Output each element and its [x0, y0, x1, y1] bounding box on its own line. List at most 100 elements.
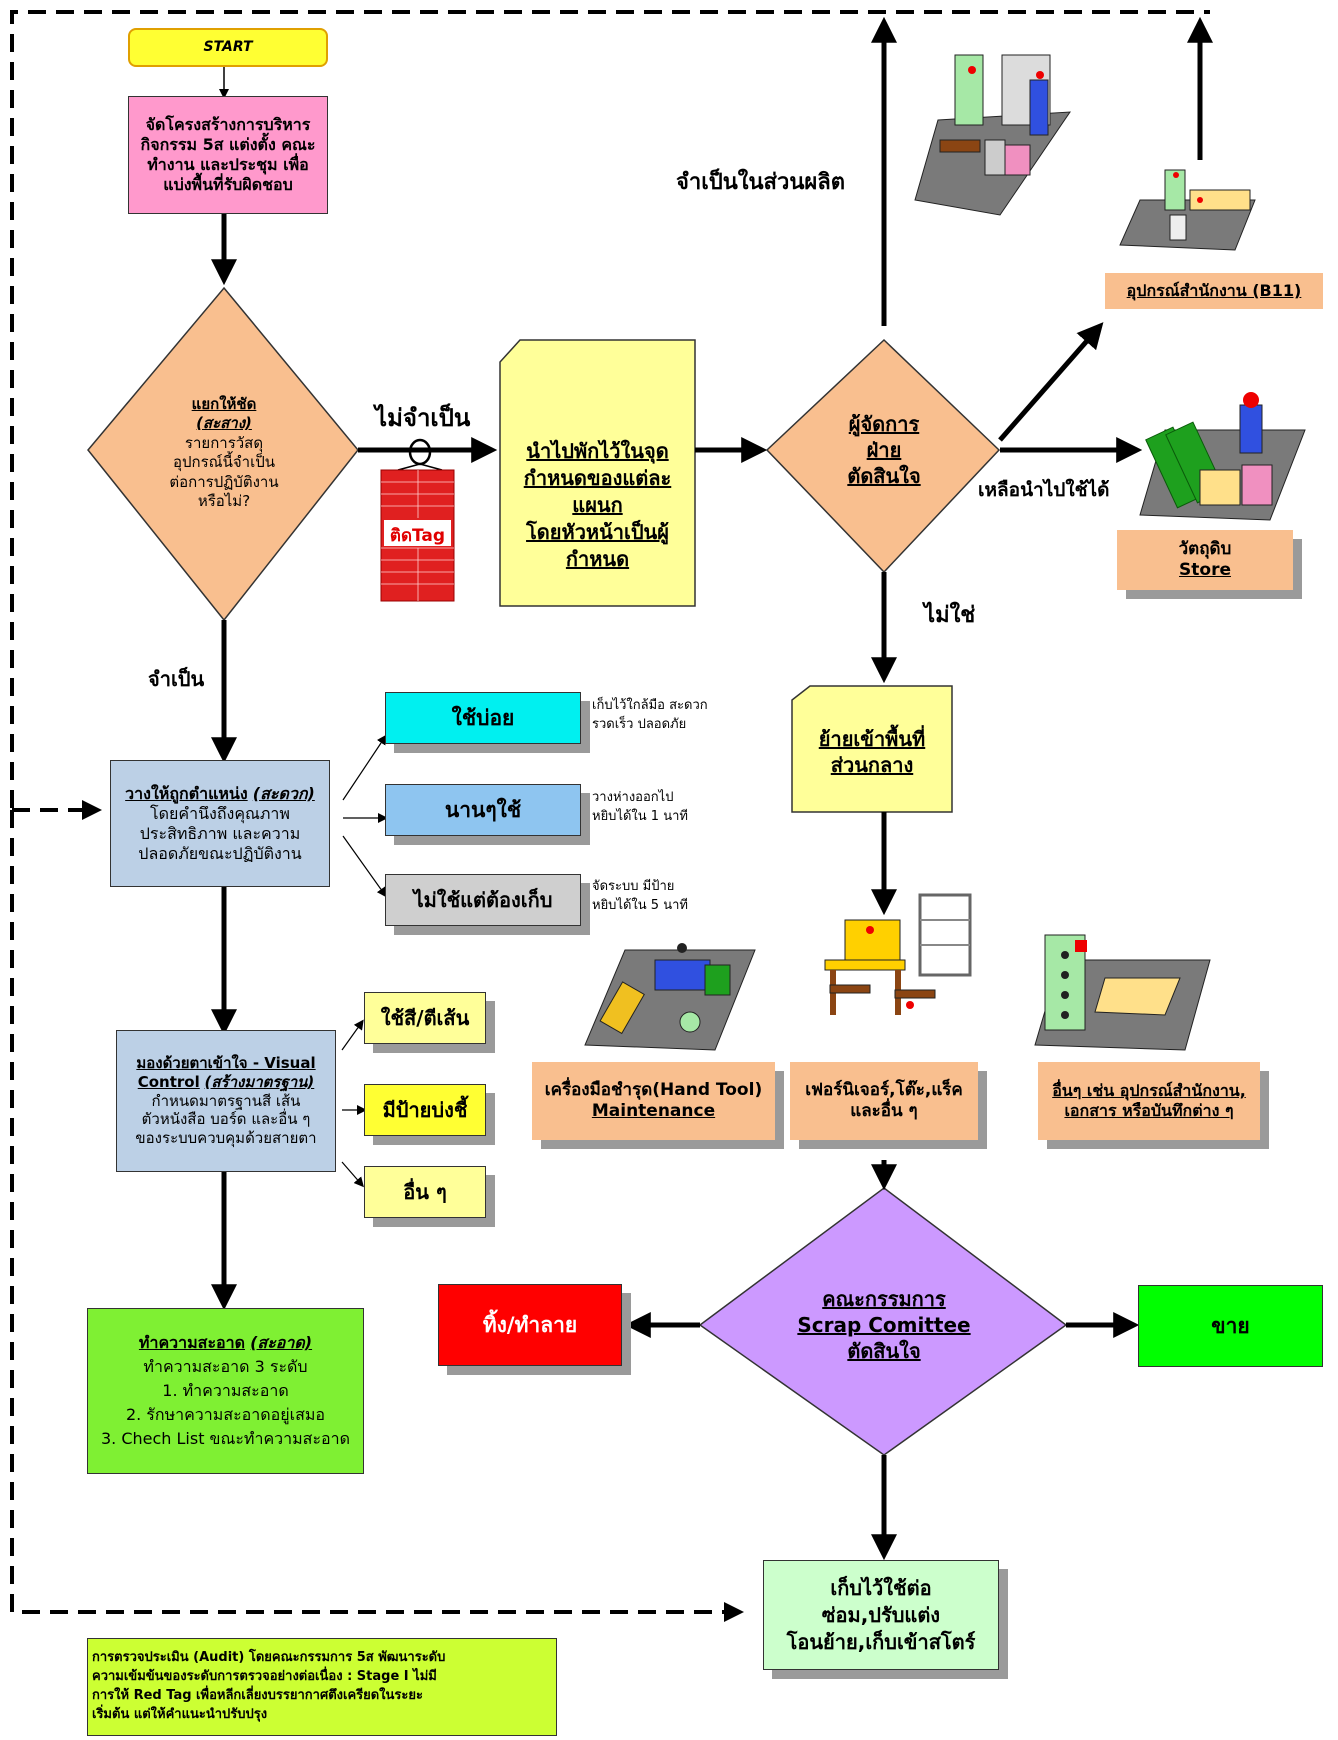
seldom-use-note: วางห่างออกไป หยิบได้ใน 1 นาที	[592, 789, 688, 827]
other-office-line2: เอกสาร หรือบันทึกต่าง ๆ	[1064, 1101, 1234, 1120]
hold-line5: กำหนด	[565, 546, 630, 571]
tag-label: ติดTag	[389, 526, 446, 546]
label-not-needed: ไม่จำเป็น	[375, 404, 471, 432]
audit-line1: การตรวจประเมิน (Audit) โดยคณะกรรมการ 5ส …	[92, 1650, 446, 1666]
office-equipment-box: อุปกรณ์สำนักงาน (B11)	[1105, 273, 1323, 309]
furniture-illustration	[824, 893, 972, 1015]
sort-body3: ต่อการปฏิบัติงาน	[169, 472, 279, 491]
hold-line1: นำไปพักไว้ในจุด	[526, 438, 669, 463]
signage-label: มีป้ายบ่งชี้	[382, 1097, 468, 1122]
furniture-box: เฟอร์นิเจอร์,โต๊ะ,แร็ค และอื่น ๆ	[790, 1062, 978, 1140]
hold-line3: แผนก	[572, 492, 623, 517]
seldom-use-box: นานๆใช้	[385, 784, 581, 836]
manager-line2: ฝ่าย	[866, 438, 902, 462]
hold-line2: กำหนดของแต่ละ	[523, 465, 672, 490]
furniture-line1: เฟอร์นิเจอร์,โต๊ะ,แร็ค	[805, 1079, 963, 1100]
set-in-order-body1: โดยคำนึงถึงคุณภาพ	[150, 803, 290, 823]
hand-tool-line1: เครื่องมือชำรุด(Hand Tool)	[544, 1079, 763, 1100]
start-node: START	[128, 28, 328, 67]
visual-body1: กำหนดมาตรฐานสี เส้น	[151, 1091, 301, 1110]
sort-body2: อุปกรณ์นี้จำเป็น	[173, 453, 275, 471]
other-office-illustration	[1034, 934, 1211, 1051]
set-in-order-body2: ประสิทธิภาพ และความ	[139, 823, 301, 843]
committee-line2: Scrap Comittee	[797, 1313, 971, 1337]
clean-box: ทำความสะอาด (สะอาด) ทำความสะอาด 3 ระดับ …	[87, 1308, 364, 1474]
branch-arrow-storage	[342, 835, 387, 898]
set-in-order-box: วางให้ถูกตำแหน่ง (สะดวก) โดยคำนึงถึงคุณภ…	[110, 760, 330, 887]
committee-text: คณะกรรมการ Scrap Comittee ตัดสินใจ	[760, 1285, 1008, 1365]
other-office-line1: อื่นๆ เช่น อุปกรณ์สำนักงาน,	[1052, 1081, 1246, 1100]
sort-body1: รายการวัสดุ	[184, 433, 264, 452]
keep-line2: ซ่อม,ปรับแต่ง	[821, 1602, 941, 1627]
production-area-illustration	[914, 54, 1071, 216]
loop-arrow-to-keep	[10, 810, 744, 1622]
office-illustration	[1119, 169, 1256, 251]
audit-line2: ความเข้มข้นของระดับการตรวจอย่างต่อเนื่อง…	[92, 1669, 437, 1685]
clean-body3: 2. รักษาความสะอาดอยู่เสมอ	[125, 1405, 326, 1424]
raw-material-line2: Store	[1179, 560, 1231, 580]
central-area-text: ย้ายเข้าพื้นที่ ส่วนกลาง	[792, 712, 952, 792]
storage-box: ไม่ใช้แต่ต้องเก็บ	[385, 874, 581, 926]
sort-text: แยกให้ชัด (สะสาง) รายการวัสดุ อุปกรณ์นี้…	[128, 378, 320, 528]
frequent-use-note: เก็บไว้ใกล้มือ สะดวก รวดเร็ว ปลอดภัย	[592, 697, 708, 735]
clean-body2: 1. ทำความสะอาด	[162, 1381, 289, 1400]
discard-label: ทิ้ง/ทำลาย	[482, 1312, 578, 1337]
red-tag-graphic	[380, 438, 455, 602]
seldom-use-label: นานๆใช้	[444, 797, 522, 822]
visual-control-box: มองด้วยตาเข้าใจ - Visual Control (สร้างม…	[116, 1030, 336, 1172]
frequent-use-box: ใช้บ่อย	[385, 692, 581, 744]
clean-title: ทำความสะอาด	[138, 1333, 246, 1352]
audit-line4: เริ่มต้น แต่ให้คำแนะนำปรับปรุง	[92, 1706, 268, 1722]
furniture-line2: และอื่น ๆ	[850, 1101, 918, 1121]
visual-title2: Control	[137, 1072, 200, 1091]
hand-tool-line2: Maintenance	[591, 1101, 716, 1121]
audit-line3: การให้ Red Tag เพื่อหลีกเลี่ยงบรรยากาศตึ…	[92, 1688, 423, 1703]
sort-body4: หรือไม่?	[197, 492, 251, 510]
discard-box: ทิ้ง/ทำลาย	[438, 1284, 622, 1366]
sort-title: แยกให้ชัด	[191, 394, 257, 413]
visual-body3: ของระบบควบคุมด้วยสายตา	[135, 1129, 317, 1148]
seldom-note1: วางห่างออกไป	[592, 790, 674, 805]
raw-material-store-box: วัตถุดิบ Store	[1117, 530, 1293, 590]
committee-line1: คณะกรรมการ	[822, 1287, 946, 1311]
clean-subtitle: (สะอาด)	[250, 1333, 313, 1352]
storage-label: ไม่ใช้แต่ต้องเก็บ	[413, 887, 553, 912]
hand-tool-box: เครื่องมือชำรุด(Hand Tool) Maintenance	[532, 1062, 775, 1140]
frequent-note2: รวดเร็ว ปลอดภัย	[592, 716, 687, 732]
storage-note1: จัดระบบ มีป้าย	[592, 879, 675, 894]
label-needed-production: จำเป็นในส่วนผลิต	[676, 170, 846, 195]
step1-text: จัดโครงสร้างการบริหาร กิจกรรม 5ส แต่งตั้…	[140, 115, 316, 194]
storage-note2: หยิบได้ใน 5 นาที	[592, 897, 688, 913]
central-line2: ส่วนกลาง	[830, 753, 914, 777]
set-in-order-body3: ปลอดภัยขณะปฏิบัติงาน	[138, 843, 302, 863]
visual-subtitle: (สร้างมาตรฐาน)	[204, 1072, 315, 1091]
arrow-manager-to-office	[998, 322, 1104, 442]
keep-box: เก็บไว้ใช้ต่อ ซ่อม,ปรับแต่ง โอนย้าย,เก็บ…	[763, 1560, 999, 1670]
set-in-order-subtitle: (สะดวก)	[252, 783, 315, 803]
visual-body2: ตัวหนังสือ บอร์ด และอื่น ๆ	[141, 1110, 311, 1129]
branch-arrow-frequent	[342, 734, 387, 801]
branch-arrow-others	[341, 1161, 364, 1188]
hold-line4: โดยหัวหน้าเป็นผู้	[526, 519, 669, 544]
audit-note-box: การตรวจประเมิน (Audit) โดยคณะกรรมการ 5ส …	[87, 1638, 557, 1736]
start-label: START	[203, 38, 253, 55]
central-line1: ย้ายเข้าพื้นที่	[818, 727, 926, 751]
hold-area-text: นำไปพักไว้ในจุด กำหนดของแต่ละ แผนก โดยหั…	[500, 420, 695, 590]
frequent-note1: เก็บไว้ใกล้มือ สะดวก	[592, 698, 708, 713]
set-in-order-title: วางให้ถูกตำแหน่ง	[125, 783, 248, 803]
store-materials-illustration	[1139, 392, 1306, 521]
label-reusable: เหลือนำไปใช้ได้	[978, 479, 1110, 501]
clean-body4: 3. Chech List ขณะทำความสะอาด	[100, 1429, 351, 1448]
sell-box: ขาย	[1138, 1285, 1323, 1367]
others-label: อื่น ๆ	[403, 1179, 447, 1204]
signage-box: มีป้ายบ่งชี้	[364, 1084, 486, 1136]
step1-box: จัดโครงสร้างการบริหาร กิจกรรม 5ส แต่งตั้…	[128, 96, 328, 214]
label-needed: จำเป็น	[148, 667, 205, 691]
hold-area-shape	[499, 339, 696, 607]
manager-line1: ผู้จัดการ	[848, 412, 920, 436]
keep-line3: โอนย้าย,เก็บเข้าสโตร์	[786, 1629, 976, 1654]
keep-line1: เก็บไว้ใช้ต่อ	[830, 1575, 932, 1600]
manager-line3: ตัดสินใจ	[847, 464, 921, 488]
office-equipment-label: อุปกรณ์สำนักงาน (B11)	[1126, 281, 1302, 300]
